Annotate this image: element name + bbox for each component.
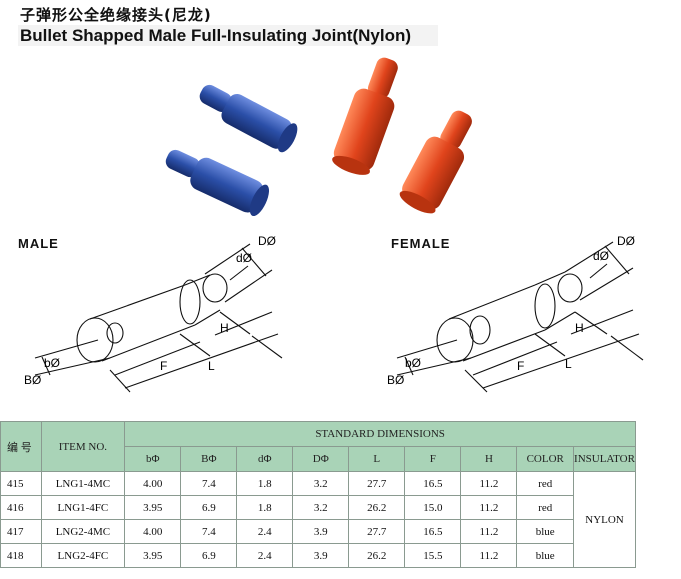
- male-label: MALE: [18, 236, 59, 251]
- product-photo: [165, 57, 472, 217]
- table-row: 416 LNG1-4FC 3.95 6.9 1.8 3.2 26.2 15.0 …: [0, 495, 636, 520]
- col-header-H: H: [460, 446, 518, 472]
- col-header-standard-dimensions: STANDARD DIMENSIONS: [124, 421, 636, 447]
- red-male-terminal: [332, 57, 398, 175]
- female-technical-drawing: DØ dØ H F L bØ BØ: [387, 234, 644, 393]
- dim-b: bØ: [44, 356, 60, 370]
- dim-H: H: [575, 321, 584, 335]
- male-technical-drawing: DØ dØ H F L bØ BØ: [24, 234, 283, 393]
- col-header-L: L: [348, 446, 406, 472]
- dim-B: BØ: [387, 373, 404, 387]
- dim-L: L: [565, 357, 572, 371]
- col-header-B: BΦ: [180, 446, 238, 472]
- female-label: FEMALE: [391, 236, 451, 251]
- dim-D: DØ: [258, 234, 276, 248]
- spec-table: 编 号 ITEM NO. STANDARD DIMENSIONS bΦ BΦ d…: [0, 421, 636, 568]
- col-header-insulator: INSULATOR: [573, 446, 636, 472]
- title-chinese: 子弹形公全绝缘接头(尼龙): [20, 6, 212, 24]
- dim-B: BØ: [24, 373, 41, 387]
- dim-d: dØ: [593, 249, 609, 263]
- col-header-no: 编 号: [0, 421, 42, 472]
- col-header-item: ITEM NO.: [40, 421, 126, 472]
- col-header-d: dΦ: [236, 446, 294, 472]
- dim-D: DØ: [617, 234, 635, 248]
- col-header-color: COLOR: [516, 446, 574, 472]
- blue-female-terminal: [165, 149, 269, 217]
- dim-F: F: [517, 359, 524, 373]
- dim-F: F: [160, 359, 167, 373]
- col-header-D: DΦ: [292, 446, 350, 472]
- dim-H: H: [220, 321, 229, 335]
- table-row: 417 LNG2-4MC 4.00 7.4 2.4 3.9 27.7 16.5 …: [0, 519, 636, 544]
- dim-L: L: [208, 359, 215, 373]
- dim-b: bØ: [405, 356, 421, 370]
- table-row: 418 LNG2-4FC 3.95 6.9 2.4 3.9 26.2 15.5 …: [0, 543, 636, 568]
- blue-male-terminal: [199, 84, 298, 153]
- col-header-b: bΦ: [124, 446, 182, 472]
- col-header-F: F: [404, 446, 462, 472]
- red-female-terminal: [399, 110, 472, 214]
- title-english: Bullet Shapped Male Full-Insulating Join…: [20, 26, 411, 45]
- table-row: 415 LNG1-4MC 4.00 7.4 1.8 3.2 27.7 16.5 …: [0, 471, 636, 568]
- dim-d: dØ: [236, 251, 252, 265]
- insulator-cell: NYLON: [573, 471, 636, 568]
